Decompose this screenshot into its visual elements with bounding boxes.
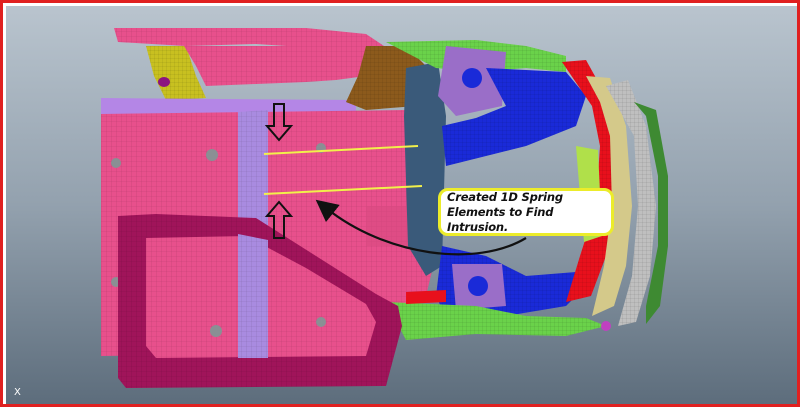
callout-pointer-arrow xyxy=(315,199,527,256)
axis-triad-label: X xyxy=(14,387,21,398)
spring-elements xyxy=(263,145,423,195)
callout-line-1: Created 1D Spring xyxy=(447,189,563,204)
spring-line-lower xyxy=(263,185,423,195)
intrusion-arrows xyxy=(264,103,294,239)
callout-line-2: Elements to Find Intrusion. xyxy=(447,204,554,234)
front-rail-top xyxy=(386,40,586,166)
fe-model-viewport[interactable]: Created 1D Spring Elements to Find Intru… xyxy=(6,6,797,404)
car-body-mesh xyxy=(101,28,668,388)
annotation-callout: Created 1D Spring Elements to Find Intru… xyxy=(438,188,614,236)
firewall xyxy=(404,62,446,276)
side-frame xyxy=(118,214,402,388)
spring-line-upper xyxy=(263,145,419,155)
up-arrow-icon xyxy=(264,200,294,239)
down-arrow-icon xyxy=(264,103,294,142)
front-rail-bottom xyxy=(386,246,606,340)
upper-pillar xyxy=(114,28,384,100)
